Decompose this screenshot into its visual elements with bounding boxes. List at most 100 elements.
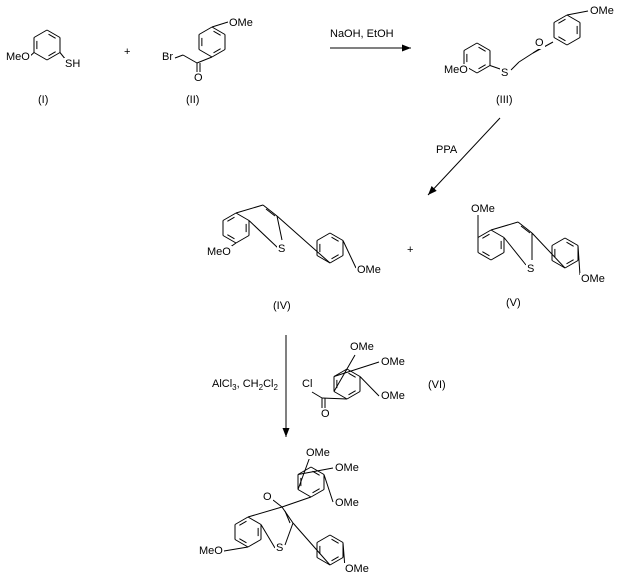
ring-bond [477,252,492,261]
bond [359,376,380,397]
atom-label: O [193,72,204,84]
bond [281,506,294,524]
ring-bond [490,252,505,261]
compound-label-VI: (VI) [428,379,446,391]
plus-sign: + [407,244,414,256]
atom-label: S [277,243,287,255]
bond [311,391,323,399]
bond [284,522,294,546]
arrowhead [282,428,290,437]
double-bond [558,18,566,24]
ring-bond [235,212,250,221]
atom-label: O [320,408,331,420]
double-bond [558,36,566,42]
double-bond [213,30,221,36]
atom-label: SH [64,58,82,70]
bond [262,204,278,217]
ring-bond [476,42,491,51]
double-bond [348,372,356,378]
atom-label: OMe [356,264,382,276]
compound-label-V: (V) [506,297,521,309]
ring-bond [316,232,331,241]
ring-bond [310,489,325,498]
bond [503,237,527,266]
ring-bond [198,26,213,35]
ring-bond [234,539,249,548]
arrowhead [402,44,411,52]
subscript: 2 [258,383,264,393]
bond [182,54,198,64]
double-bond [482,251,490,257]
double-bond [331,236,339,242]
bond [518,52,534,63]
bond [281,496,312,508]
ring-bond [490,229,505,238]
bond [577,245,581,276]
ring-bond [235,235,250,244]
ring-bond [222,212,237,221]
ring-bond [333,391,348,400]
double-bond [566,241,574,247]
bond [323,474,334,503]
ring-bond [222,235,237,244]
atom-label: S [500,67,510,79]
ring-bond [211,49,226,58]
bond [333,361,380,377]
atom-label: S [526,263,536,275]
atom-label: OMe [589,5,615,17]
ring-bond [346,368,361,377]
atom-label: OMe [380,356,406,368]
bond [211,21,229,28]
double-bond [48,33,56,39]
ring-bond [33,52,48,61]
atom-label: OMe [349,341,375,353]
reagent-step1: NaOH, EtOH [330,28,394,40]
double-bond [331,556,339,562]
double-bond [331,538,339,544]
ring-bond [329,534,344,543]
bond [196,56,213,64]
atom-label: O [262,491,273,503]
ring-bond [564,237,579,246]
double-bond [312,488,320,494]
atom-label: OMe [470,203,496,215]
ring-bond [234,516,249,525]
bond [342,240,357,269]
atom-label: OMe [334,462,360,474]
reagent-step2: PPA [436,144,458,156]
atom-label: OMe [305,447,331,459]
ring-bond [566,14,581,23]
atom-label: OMe [380,390,406,402]
compound-label-II: (II) [186,94,200,106]
double-bond [48,51,56,57]
bond [284,510,291,524]
double-bond [482,233,490,239]
atom-label: MeO [5,51,31,63]
bond [174,54,184,59]
reagent-step3: AlCl3, CH2Cl2 [212,378,278,392]
ring-bond [553,37,568,46]
double-bond [478,64,486,70]
ring-bond [551,237,566,246]
subscript: 2 [273,383,278,393]
bond [276,215,283,241]
ring-bond [329,232,344,241]
ring-bond [346,391,361,400]
atom-label: Cl [301,378,314,390]
double-bond [227,216,235,222]
bond [520,225,531,234]
ring-bond [551,260,566,269]
atom-label: MeO [206,246,232,258]
bond [235,204,264,214]
ring-bond [463,42,478,51]
bond [321,397,348,400]
atom-label: OMe [334,497,360,509]
bond [265,208,276,217]
atom-label: O [534,37,545,49]
bond [248,220,279,249]
double-bond [239,520,247,526]
double-bond [331,254,339,260]
double-bond [227,234,235,240]
